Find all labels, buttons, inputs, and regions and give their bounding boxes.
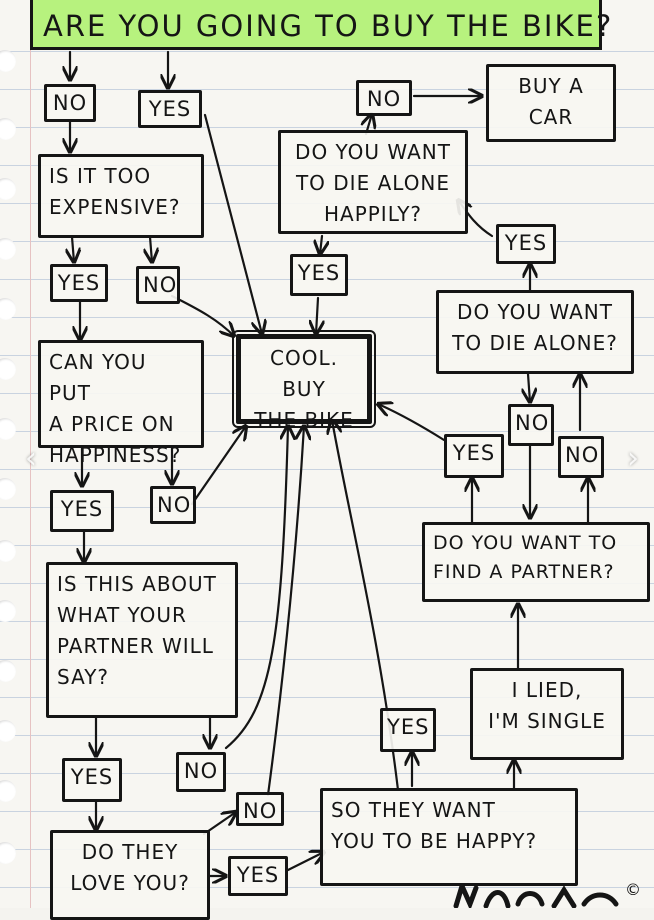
answer-yes: YES <box>228 856 288 896</box>
answer-yes: YES <box>290 254 348 296</box>
answer-yes: YES <box>50 490 114 532</box>
artist-signature <box>453 884 619 908</box>
answer-no: NO <box>44 84 96 122</box>
arrow-happily-yes <box>320 234 322 254</box>
question-love-you: DO THEY LOVE YOU? <box>50 830 210 920</box>
binder-hole <box>0 50 16 72</box>
arrow-expensive-yes <box>72 235 74 262</box>
binder-hole <box>0 780 16 802</box>
answer-yes: YES <box>50 264 108 302</box>
answer-no: NO <box>508 404 554 446</box>
arrow-yes-happily-to-cool <box>316 296 318 334</box>
answer-yes: YES <box>444 434 504 478</box>
question-title: ARE YOU GOING TO BUY THE BIKE? <box>30 0 611 50</box>
answer-yes: YES <box>380 708 436 752</box>
question-find-partner: DO YOU WANT TO FIND A PARTNER? <box>422 522 650 602</box>
answer-no: NO <box>150 486 196 524</box>
arrow-no4-to-cool <box>224 426 288 750</box>
binder-hole <box>0 660 16 682</box>
copyright-icon: © <box>625 880 641 899</box>
question-die-alone-happily: DO YOU WANT TO DIE ALONE HAPPILY? <box>278 130 468 234</box>
arrow-yes-partner-to-cool <box>378 404 446 442</box>
question-die-alone: DO YOU WANT TO DIE ALONE? <box>436 290 634 374</box>
binder-hole <box>0 298 16 320</box>
arrow-expensive-no <box>150 235 152 262</box>
answer-no: NO <box>136 266 180 304</box>
question-too-expensive: IS IT TOO EXPENSIVE? <box>38 154 204 238</box>
binder-hole <box>0 540 16 562</box>
arrow-die-alone-no <box>528 372 530 402</box>
chevron-left-icon[interactable]: ‹ <box>25 440 37 476</box>
answer-yes: YES <box>138 90 202 128</box>
statement-lied-single: I LIED, I'M SINGLE <box>470 668 624 760</box>
question-price-on-happiness: CAN YOU PUT A PRICE ON HAPPINESS? <box>38 340 204 467</box>
question-want-you-happy: SO THEY WANT YOU TO BE HAPPY? <box>320 788 578 886</box>
answer-no: NO <box>558 436 604 478</box>
binder-hole <box>0 238 16 260</box>
answer-no: NO <box>236 792 284 826</box>
margin-line <box>30 0 31 908</box>
arrow-no3-to-cool <box>190 426 246 506</box>
binder-hole <box>0 358 16 380</box>
arrow-no5-to-cool <box>266 426 304 797</box>
chevron-right-icon[interactable]: › <box>627 440 639 476</box>
arrow-yes1-to-cool <box>203 113 262 334</box>
binder-hole <box>0 720 16 742</box>
binder-hole <box>0 118 16 140</box>
result-buy-a-car: BUY A CAR <box>486 64 616 142</box>
answer-no: NO <box>356 80 412 116</box>
question-partner-say: IS THIS ABOUT WHAT YOUR PARTNER WILL SAY… <box>46 562 238 718</box>
binder-hole <box>0 478 16 500</box>
binder-hole <box>0 418 16 440</box>
answer-yes: YES <box>496 224 556 264</box>
answer-no: NO <box>176 752 226 792</box>
arrow-yes5-to-happy <box>286 852 324 872</box>
binder-hole <box>0 178 16 200</box>
result-buy-the-bike: COOL. BUY THE BIKE <box>232 330 376 432</box>
arrow-no2-to-cool <box>170 294 234 336</box>
answer-yes: YES <box>62 758 122 802</box>
binder-hole <box>0 600 16 622</box>
binder-hole <box>0 842 16 864</box>
